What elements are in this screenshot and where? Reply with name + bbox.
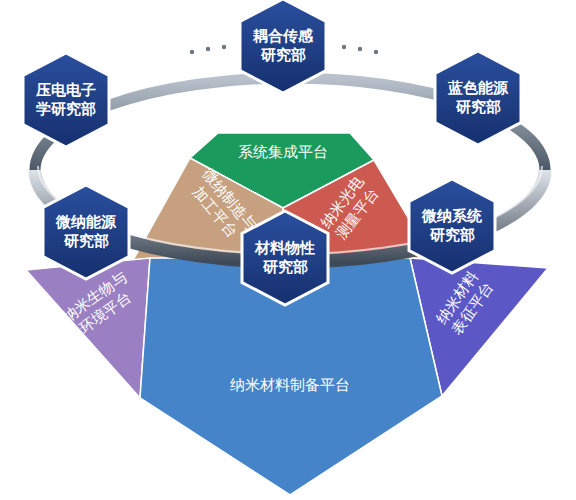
department-label: 蓝色能源研究部 (447, 79, 509, 117)
hexagon-outline (43, 185, 129, 279)
department-hexagon: 压电电子学研究部 (20, 51, 112, 149)
department-label: 压电电子学研究部 (35, 81, 97, 119)
hexagon-outline (240, 0, 326, 93)
department-label: 材料物性研究部 (254, 239, 316, 277)
department-hexagon: 蓝色能源研究部 (432, 49, 524, 147)
department-hexagon: 微纳系统研究部 (406, 177, 498, 275)
platform-label: 系统集成平台 (223, 143, 343, 162)
hexagon-outline (409, 179, 495, 273)
hexagon-outline (23, 53, 109, 147)
department-hexagon: 材料物性研究部 (239, 209, 331, 307)
platform-label: 纳米材料制备平台 (223, 376, 358, 395)
hexagon-outline (435, 51, 521, 145)
department-label: 耦合传感研究部 (252, 27, 314, 65)
department-label: 微纳能源研究部 (55, 213, 117, 251)
department-label: 微纳系统研究部 (421, 207, 483, 245)
department-hexagon: 微纳能源研究部 (40, 183, 132, 281)
hexagon-outline (242, 211, 328, 305)
department-hexagon: 耦合传感研究部 (237, 0, 329, 95)
